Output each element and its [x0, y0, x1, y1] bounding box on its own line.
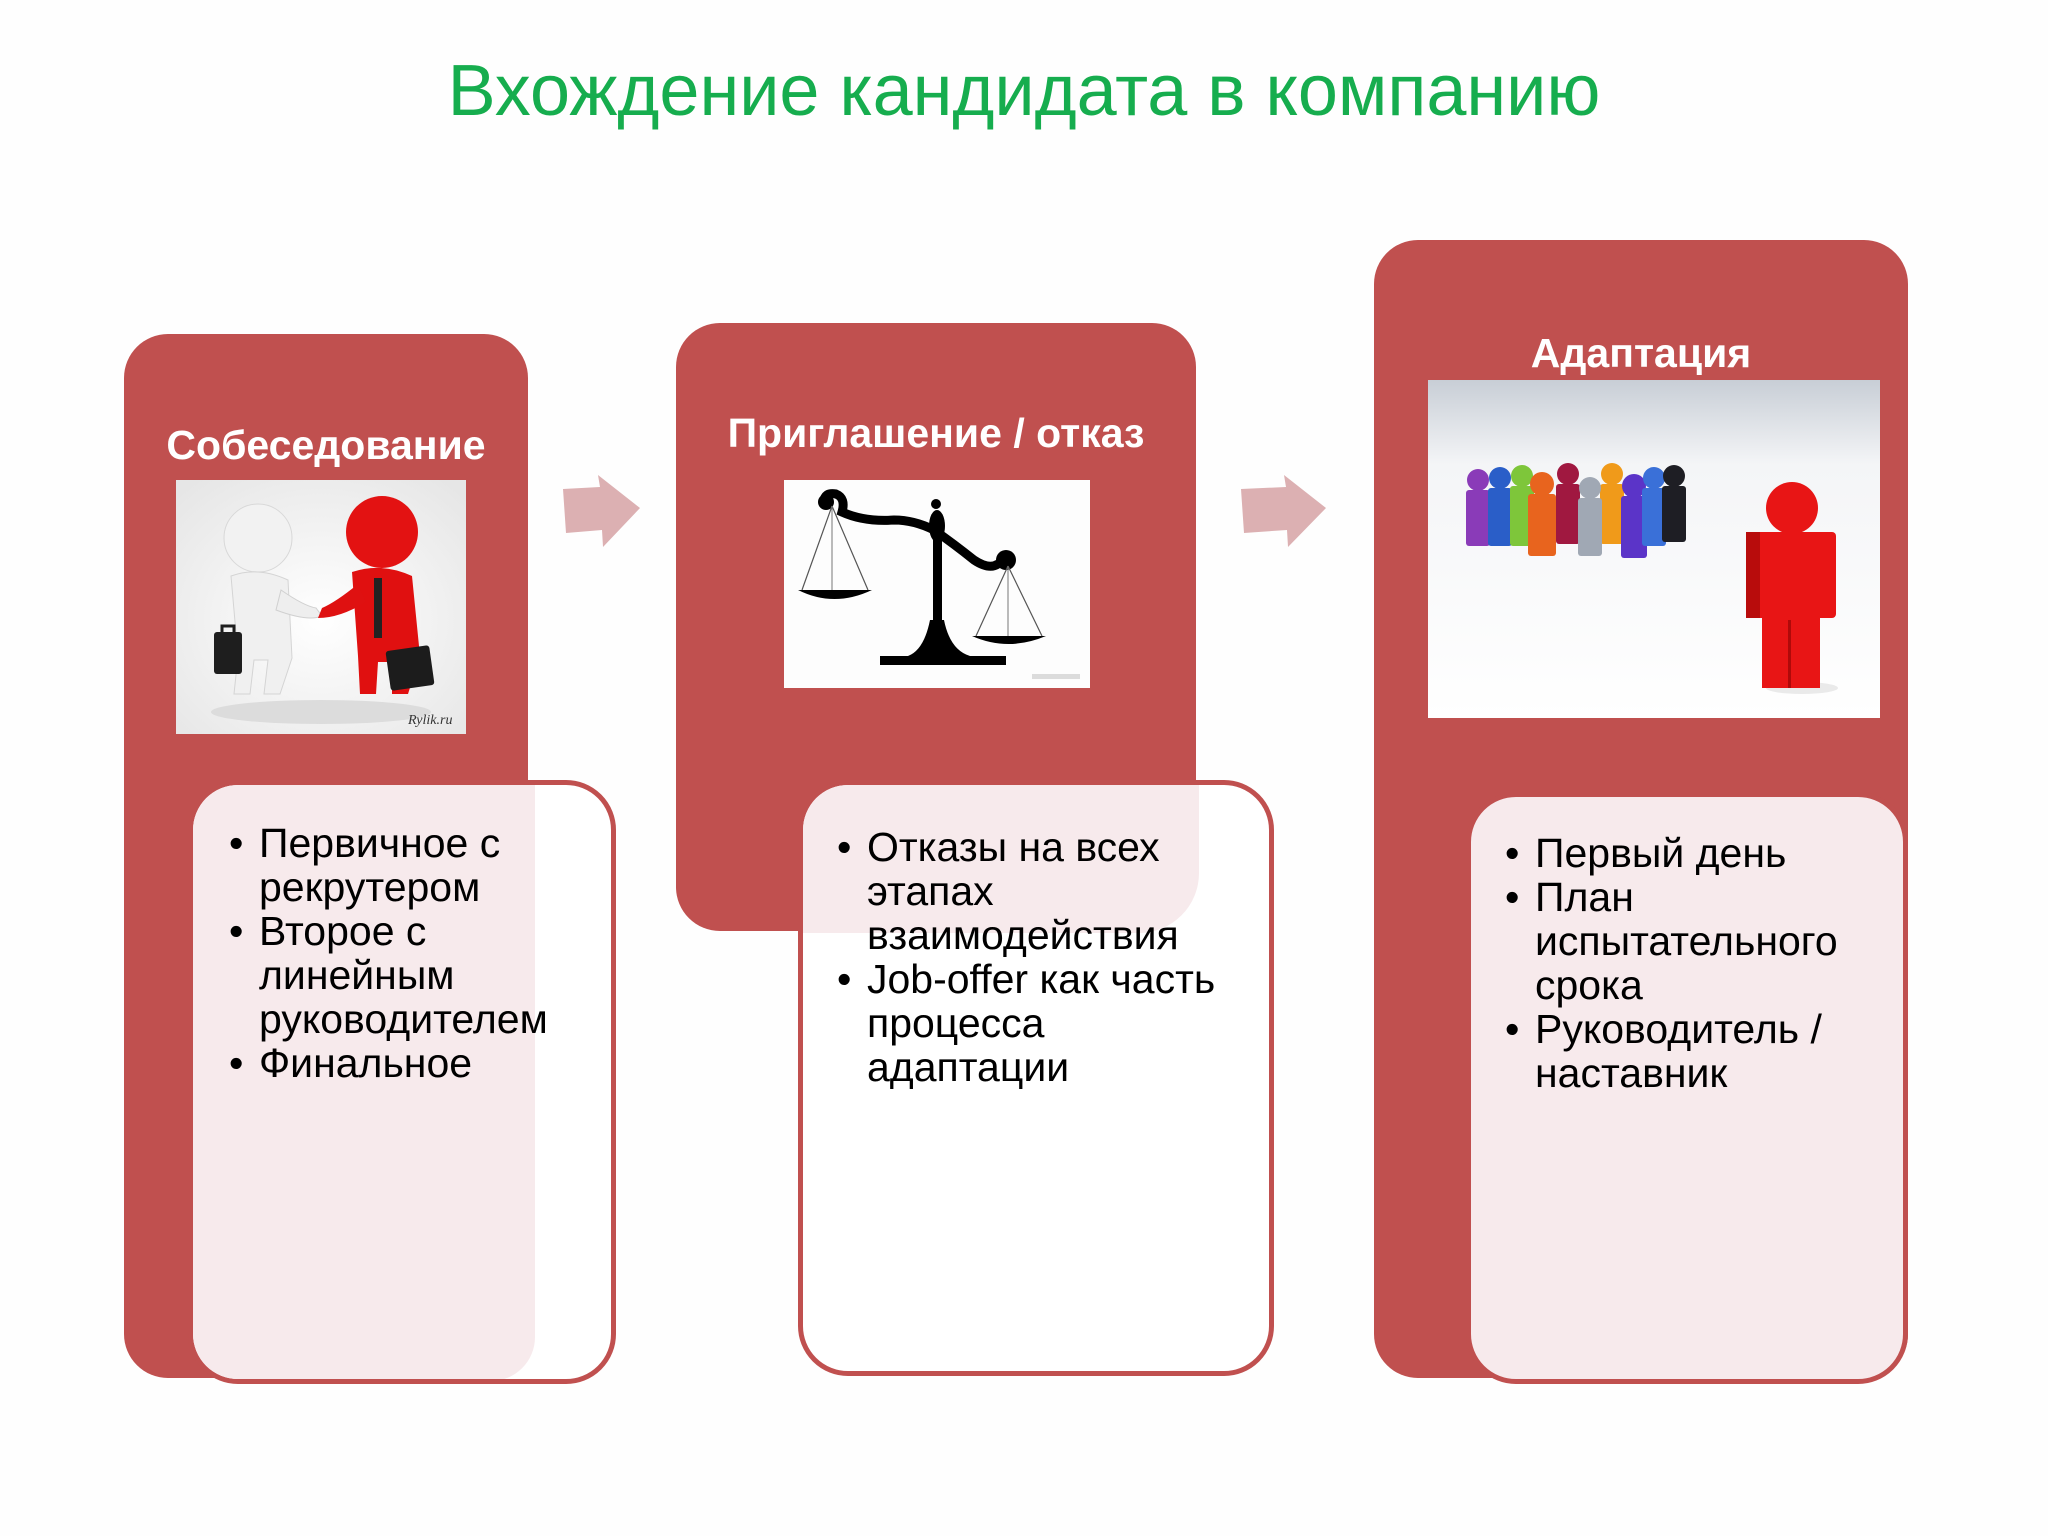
bullet-item: Job-offer как часть процесса адаптации [837, 957, 1257, 1089]
bullet-item: Первичное с рекрутером [229, 821, 579, 909]
stage-3-bullet-box: Первый день План испытательного срока Ру… [1466, 792, 1908, 1384]
bullet-item: План испытательного срока [1505, 875, 1895, 1007]
stage-1-bullets: Первичное с рекрутером Второе с линейным… [229, 821, 579, 1085]
bullet-item: Отказы на всех этапах взаимодействия [837, 825, 1257, 957]
arrow-right-icon [563, 475, 640, 547]
handshake-image: Rylik.ru [176, 480, 466, 734]
arrow-right-icon [1241, 475, 1326, 547]
stage-2-bullet-box: Отказы на всех этапах взаимодействия Job… [798, 780, 1274, 1376]
scales-image [784, 480, 1090, 688]
stage-3-title: Адаптация [1530, 330, 1752, 376]
bullet-item: Второе с линейным руководителем [229, 909, 579, 1041]
bullet-item: Финальное [229, 1041, 579, 1085]
scales-icon [784, 480, 1090, 688]
handshake-icon: Rylik.ru [176, 480, 466, 734]
stage-1-title: Собеседование [166, 422, 486, 468]
stage-2-bullets: Отказы на всех этапах взаимодействия Job… [837, 825, 1257, 1089]
stage-1-bullet-box: Первичное с рекрутером Второе с линейным… [188, 780, 616, 1384]
group-and-individual-image [1428, 380, 1880, 718]
slide-title: Вхождение кандидата в компанию [447, 51, 1601, 131]
bullet-item: Первый день [1505, 831, 1895, 875]
people-group-icon [1428, 380, 1880, 718]
bullet-item: Руководитель / наставник [1505, 1007, 1895, 1095]
svg-text:Rylik.ru: Rylik.ru [407, 713, 452, 728]
stage-3-bullets: Первый день План испытательного срока Ру… [1505, 831, 1895, 1095]
stage-2-title: Приглашение / отказ [727, 410, 1145, 456]
